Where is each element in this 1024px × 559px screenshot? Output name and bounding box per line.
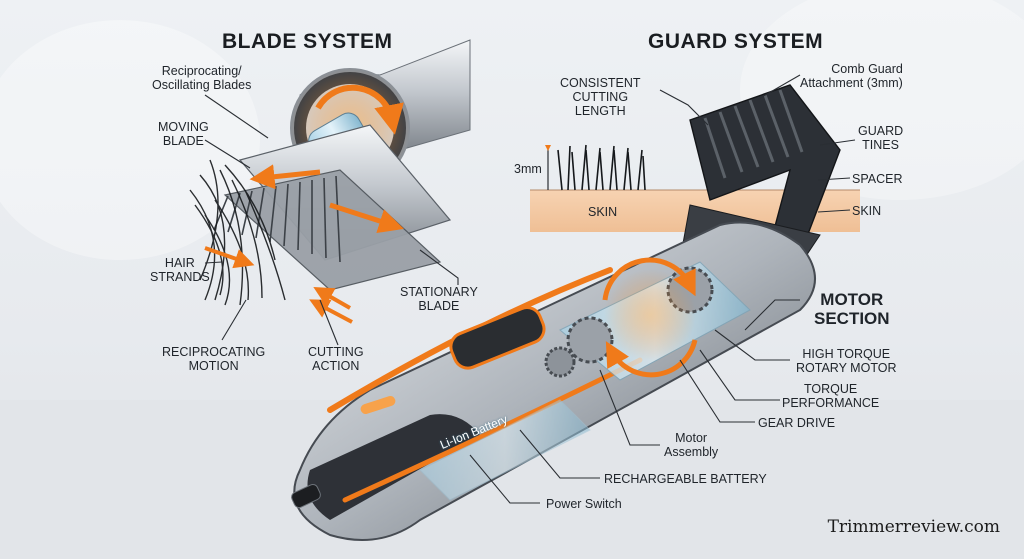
cutting-action-label: CUTTING ACTION <box>308 345 364 373</box>
trimmer-body <box>291 204 821 541</box>
motor-assembly-label: Motor Assembly <box>664 431 719 459</box>
torque-performance-label: TORQUE PERFORMANCE <box>782 382 880 410</box>
blade-system-title: BLADE SYSTEM <box>222 30 393 53</box>
guard-system-title: GUARD SYSTEM <box>648 30 824 53</box>
guard-tines-label: GUARD TINES <box>858 124 904 152</box>
moving-blade-label: MOVING BLADE <box>158 120 209 148</box>
high-torque-motor-label: HIGH TORQUE ROTARY MOTOR <box>796 347 897 375</box>
consistent-cutting-length-label: CONSISTENT CUTTING LENGTH <box>560 76 641 118</box>
rechargeable-battery-label: RECHARGEABLE BATTERY <box>604 472 767 486</box>
gear-drive-label: GEAR DRIVE <box>758 416 836 430</box>
watermark: Trimmerreview.com <box>827 517 1000 537</box>
skin-label-right: SKIN <box>852 204 882 218</box>
reciprocating-motion-label: RECIPROCATING MOTION <box>162 345 266 373</box>
blade-assembly <box>189 39 471 324</box>
power-switch-label: Power Switch <box>546 497 622 511</box>
motor-section-title: MOTOR SECTION <box>814 290 890 328</box>
reciprocating-blades-label: Reciprocating/ Oscillating Blades <box>152 64 252 92</box>
spacer-label: SPACER <box>852 172 903 186</box>
skin-label-left: SKIN <box>588 205 618 219</box>
comb-guard-label: Comb Guard Attachment (3mm) <box>800 62 903 90</box>
stationary-blade-label: STATIONARY BLADE <box>400 285 478 313</box>
hair-strands-label: HAIR STRANDS <box>150 256 210 284</box>
length-3mm-label: 3mm <box>514 162 542 176</box>
